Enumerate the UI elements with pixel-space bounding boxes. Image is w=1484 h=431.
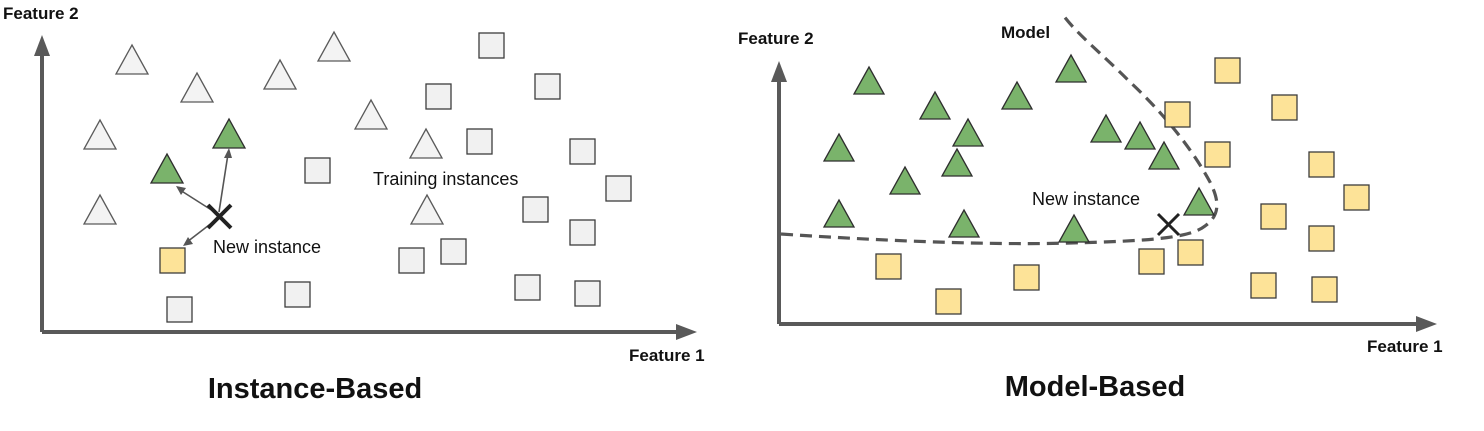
square-marker xyxy=(1343,184,1370,211)
square-marker xyxy=(935,288,962,315)
square-marker xyxy=(1214,57,1241,84)
arrow-head xyxy=(224,148,232,158)
training-instances-label: Training instances xyxy=(373,169,518,189)
square-marker xyxy=(605,175,632,202)
square-marker xyxy=(1250,272,1277,299)
square-marker xyxy=(1271,94,1298,121)
square-marker xyxy=(1013,264,1040,291)
left-training-squares xyxy=(166,32,632,323)
square-marker xyxy=(304,157,331,184)
square-marker xyxy=(1164,101,1191,128)
x-marker xyxy=(1156,212,1181,237)
right-yellow-squares xyxy=(875,57,1370,315)
triangle-marker xyxy=(941,148,973,177)
x-marker xyxy=(206,203,233,230)
model-based-caption: Model-Based xyxy=(1005,371,1185,403)
triangle-marker xyxy=(317,31,351,62)
square-marker xyxy=(1311,276,1338,303)
right-green-triangles xyxy=(823,54,1215,243)
right-y-axis-label: Feature 2 xyxy=(738,29,814,48)
triangle-marker xyxy=(180,72,214,103)
left-axes xyxy=(34,35,697,340)
square-marker xyxy=(284,281,311,308)
square-marker xyxy=(466,128,493,155)
square-marker xyxy=(574,280,601,307)
left-nearest-neighbours xyxy=(150,118,246,274)
arrow-to-triangle-1 xyxy=(218,153,229,213)
left-x-axis-arrow xyxy=(676,324,697,340)
triangle-marker xyxy=(263,59,297,90)
triangle-marker xyxy=(823,199,855,228)
triangle-marker xyxy=(83,119,117,150)
left-new-instance-label: New instance xyxy=(213,237,321,257)
left-y-axis-arrow xyxy=(34,35,50,56)
square-marker xyxy=(1260,203,1287,230)
square-marker xyxy=(166,296,193,323)
right-x-axis-label: Feature 1 xyxy=(1367,337,1443,356)
square-marker xyxy=(1138,248,1165,275)
triangle-marker xyxy=(409,128,443,159)
right-y-axis-arrow xyxy=(771,61,787,82)
triangle-marker xyxy=(354,99,388,130)
instance-based-panel: Feature 2 Feature 1 xyxy=(3,4,705,405)
right-axes xyxy=(771,61,1437,332)
square-marker xyxy=(478,32,505,59)
square-marker xyxy=(875,253,902,280)
square-marker xyxy=(569,219,596,246)
triangle-marker xyxy=(115,44,149,75)
triangle-marker xyxy=(83,194,117,225)
square-marker xyxy=(1204,141,1231,168)
square-marker xyxy=(534,73,561,100)
triangle-marker xyxy=(1090,114,1122,143)
square-marker xyxy=(440,238,467,265)
triangle-marker xyxy=(948,209,980,238)
right-new-instance-label: New instance xyxy=(1032,189,1140,209)
square-marker xyxy=(1308,225,1335,252)
triangle-marker xyxy=(150,153,184,184)
square-marker xyxy=(159,247,186,274)
neighbour-arrows xyxy=(176,148,232,246)
square-marker xyxy=(522,196,549,223)
model-boundary xyxy=(780,14,1219,246)
square-marker xyxy=(569,138,596,165)
triangle-marker xyxy=(1001,81,1033,110)
instance-based-caption: Instance-Based xyxy=(208,373,422,405)
triangle-marker xyxy=(212,118,246,149)
triangle-marker xyxy=(952,118,984,147)
triangle-marker xyxy=(1055,54,1087,83)
triangle-marker xyxy=(1058,214,1090,243)
model-based-panel: Feature 2 Feature 1 Model xyxy=(738,14,1443,403)
left-x-axis-label: Feature 1 xyxy=(629,346,705,365)
arrow-to-triangle-2 xyxy=(179,189,214,212)
triangle-marker xyxy=(853,66,885,95)
triangle-marker xyxy=(1124,121,1156,150)
left-training-triangles xyxy=(83,31,444,225)
triangle-marker xyxy=(410,194,444,225)
model-label: Model xyxy=(1001,23,1050,42)
square-marker xyxy=(514,274,541,301)
left-y-axis-label: Feature 2 xyxy=(3,4,79,23)
square-marker xyxy=(398,247,425,274)
triangle-marker xyxy=(919,91,951,120)
arrow-head xyxy=(176,186,186,195)
triangle-marker xyxy=(889,166,921,195)
triangle-marker xyxy=(823,133,855,162)
arrow-head xyxy=(183,237,193,246)
square-marker xyxy=(1308,151,1335,178)
right-x-axis-arrow xyxy=(1416,316,1437,332)
square-marker xyxy=(425,83,452,110)
triangle-marker xyxy=(1183,187,1215,216)
square-marker xyxy=(1177,239,1204,266)
